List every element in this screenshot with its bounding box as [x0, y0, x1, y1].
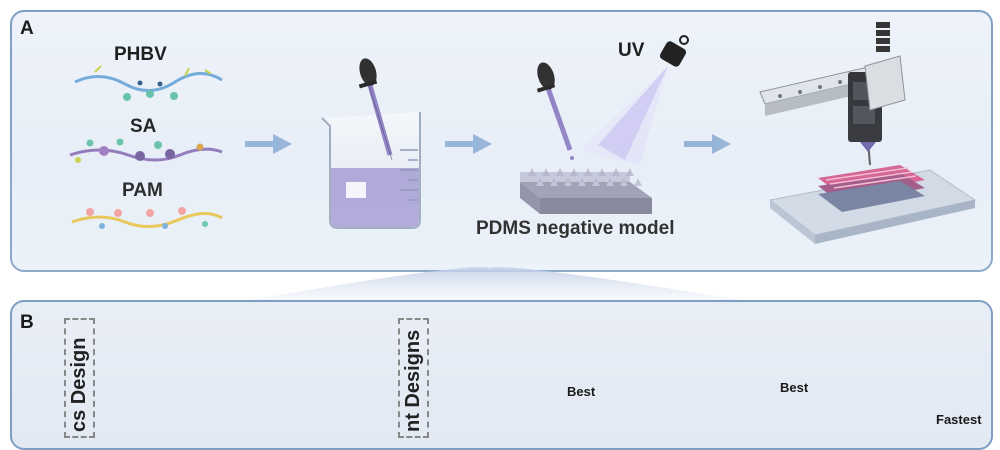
rank-label-3: Fastest — [936, 412, 982, 427]
panel-b — [10, 300, 993, 450]
phbv-chain-icon — [74, 65, 223, 101]
sa-chain-icon — [69, 138, 223, 163]
vertical-label-1: cs Design — [64, 318, 95, 438]
uv-lamp-icon — [580, 35, 689, 165]
rank-label-1: Best — [567, 384, 596, 399]
dropper-icon — [536, 62, 574, 160]
connector-funnel — [250, 267, 740, 300]
pam-chain-icon — [71, 207, 223, 229]
3d-printer-icon — [759, 22, 977, 244]
panel-b-label: B — [20, 312, 34, 333]
flow-arrows — [245, 134, 731, 154]
pdms-mold-icon — [520, 168, 652, 214]
beaker-icon — [321, 112, 421, 229]
rank-label-2: Best — [780, 380, 809, 395]
vertical-label-2: nt Designs — [398, 318, 429, 438]
